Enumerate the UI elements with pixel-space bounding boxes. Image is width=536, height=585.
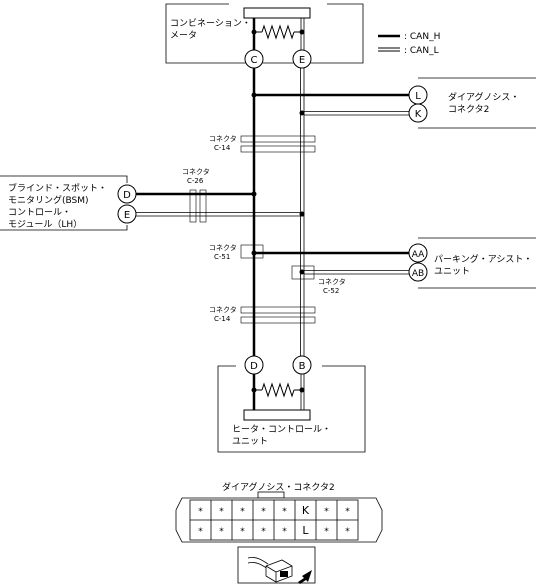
park-pin-ab: AB xyxy=(412,269,424,279)
connector-c51-name: コネクタ xyxy=(209,243,237,252)
bsm-label-4: モジュール（LH） xyxy=(8,219,82,230)
dlc-cell: * xyxy=(282,507,287,517)
bsm-pin-d: D xyxy=(123,190,131,201)
connector-c14-bottom-name: コネクタ xyxy=(209,305,237,314)
can-bus-wires xyxy=(136,68,409,356)
connector-c26-code: C-26 xyxy=(187,177,204,185)
connector-labels: コネクタ C-14 コネクタ C-26 コネクタ C-51 コネクタ C-52 … xyxy=(182,134,346,323)
connector-c14-bottom-code: C-14 xyxy=(214,315,231,323)
dlc-cell: * xyxy=(261,507,266,517)
connector-c52-code: C-52 xyxy=(323,287,339,295)
dlc-cell: * xyxy=(324,527,329,537)
combination-meter-module: コンビネーション・ メータ xyxy=(165,3,364,64)
legend-can-h-label: : CAN_H xyxy=(404,32,440,42)
bsm-pin-e: E xyxy=(124,210,130,221)
bsm-label-3: コントロール・ xyxy=(8,208,71,218)
heater-pin-b: B xyxy=(299,361,306,372)
dlc-cell: * xyxy=(261,527,266,537)
dlc-cell-k: K xyxy=(302,504,310,517)
connector-view-icon xyxy=(237,546,316,584)
dlc-cell: * xyxy=(198,527,203,537)
connector-c14-top-name: コネクタ xyxy=(209,134,237,143)
dlc-label-1: ダイアグノシス・ xyxy=(448,91,519,103)
meter-pin-c: C xyxy=(251,55,258,66)
park-pin-aa: AA xyxy=(412,250,425,260)
heater-label-2: ユニット xyxy=(232,437,268,447)
dlc-cell: * xyxy=(219,507,224,517)
dlc-cell: * xyxy=(198,507,203,517)
dlc-label-2: コネクタ2 xyxy=(448,104,489,115)
dlc-cell: * xyxy=(324,507,329,517)
dlc-cell: * xyxy=(240,507,245,517)
dlc-cell: * xyxy=(240,527,245,537)
connector-c14-top-code: C-14 xyxy=(214,144,231,152)
legend-can-l-label: : CAN_L xyxy=(404,46,439,56)
connector-markers xyxy=(189,135,316,324)
parking-assist-module: パーキング・アシスト・ ユニット xyxy=(418,237,536,289)
connector-c26-name: コネクタ xyxy=(182,167,210,176)
dlc-pin-k: K xyxy=(415,109,422,120)
dlc-face-view: ダイアグノシス・コネクタ2 * * * * * K * * * * * * * … xyxy=(175,481,383,543)
dlc-face-title: ダイアグノシス・コネクタ2 xyxy=(222,481,335,493)
dlc-cell: * xyxy=(219,527,224,537)
bsm-label-1: ブラインド・スポット・ xyxy=(8,182,107,194)
dlc-cell-l: L xyxy=(302,524,309,537)
dlc-pin-l: L xyxy=(415,91,421,102)
dlc-face-cells: * * * * * K * * * * * * * L * * xyxy=(198,504,350,537)
heater-label-1: ヒータ・コントロール・ xyxy=(232,424,331,435)
heater-control-unit-module: ヒータ・コントロール・ ユニット xyxy=(217,365,366,453)
legend: : CAN_H : CAN_L xyxy=(378,32,440,56)
pin-circles: C E L K D E AA AB D B xyxy=(117,49,428,375)
dlc-cell: * xyxy=(345,507,350,517)
bsm-control-module: ブラインド・スポット・ モニタリング(BSM) コントロール・ モジュール（LH… xyxy=(0,175,128,231)
park-label-1: パーキング・アシスト・ xyxy=(434,253,532,265)
connector-c52-name: コネクタ xyxy=(318,277,346,286)
meter-label-2: メータ xyxy=(170,30,197,41)
meter-pin-e: E xyxy=(299,55,305,66)
bsm-label-2: モニタリング(BSM) xyxy=(8,194,89,206)
connector-c51-code: C-51 xyxy=(214,253,230,261)
heater-pin-d: D xyxy=(250,361,258,372)
diagnosis-connector-module: ダイアグノシス・ コネクタ2 xyxy=(418,77,536,129)
meter-label-1: コンビネーション・ xyxy=(170,18,251,29)
dlc-cell: * xyxy=(282,527,287,537)
park-label-2: ユニット xyxy=(434,267,470,277)
dlc-cell: * xyxy=(345,527,350,537)
